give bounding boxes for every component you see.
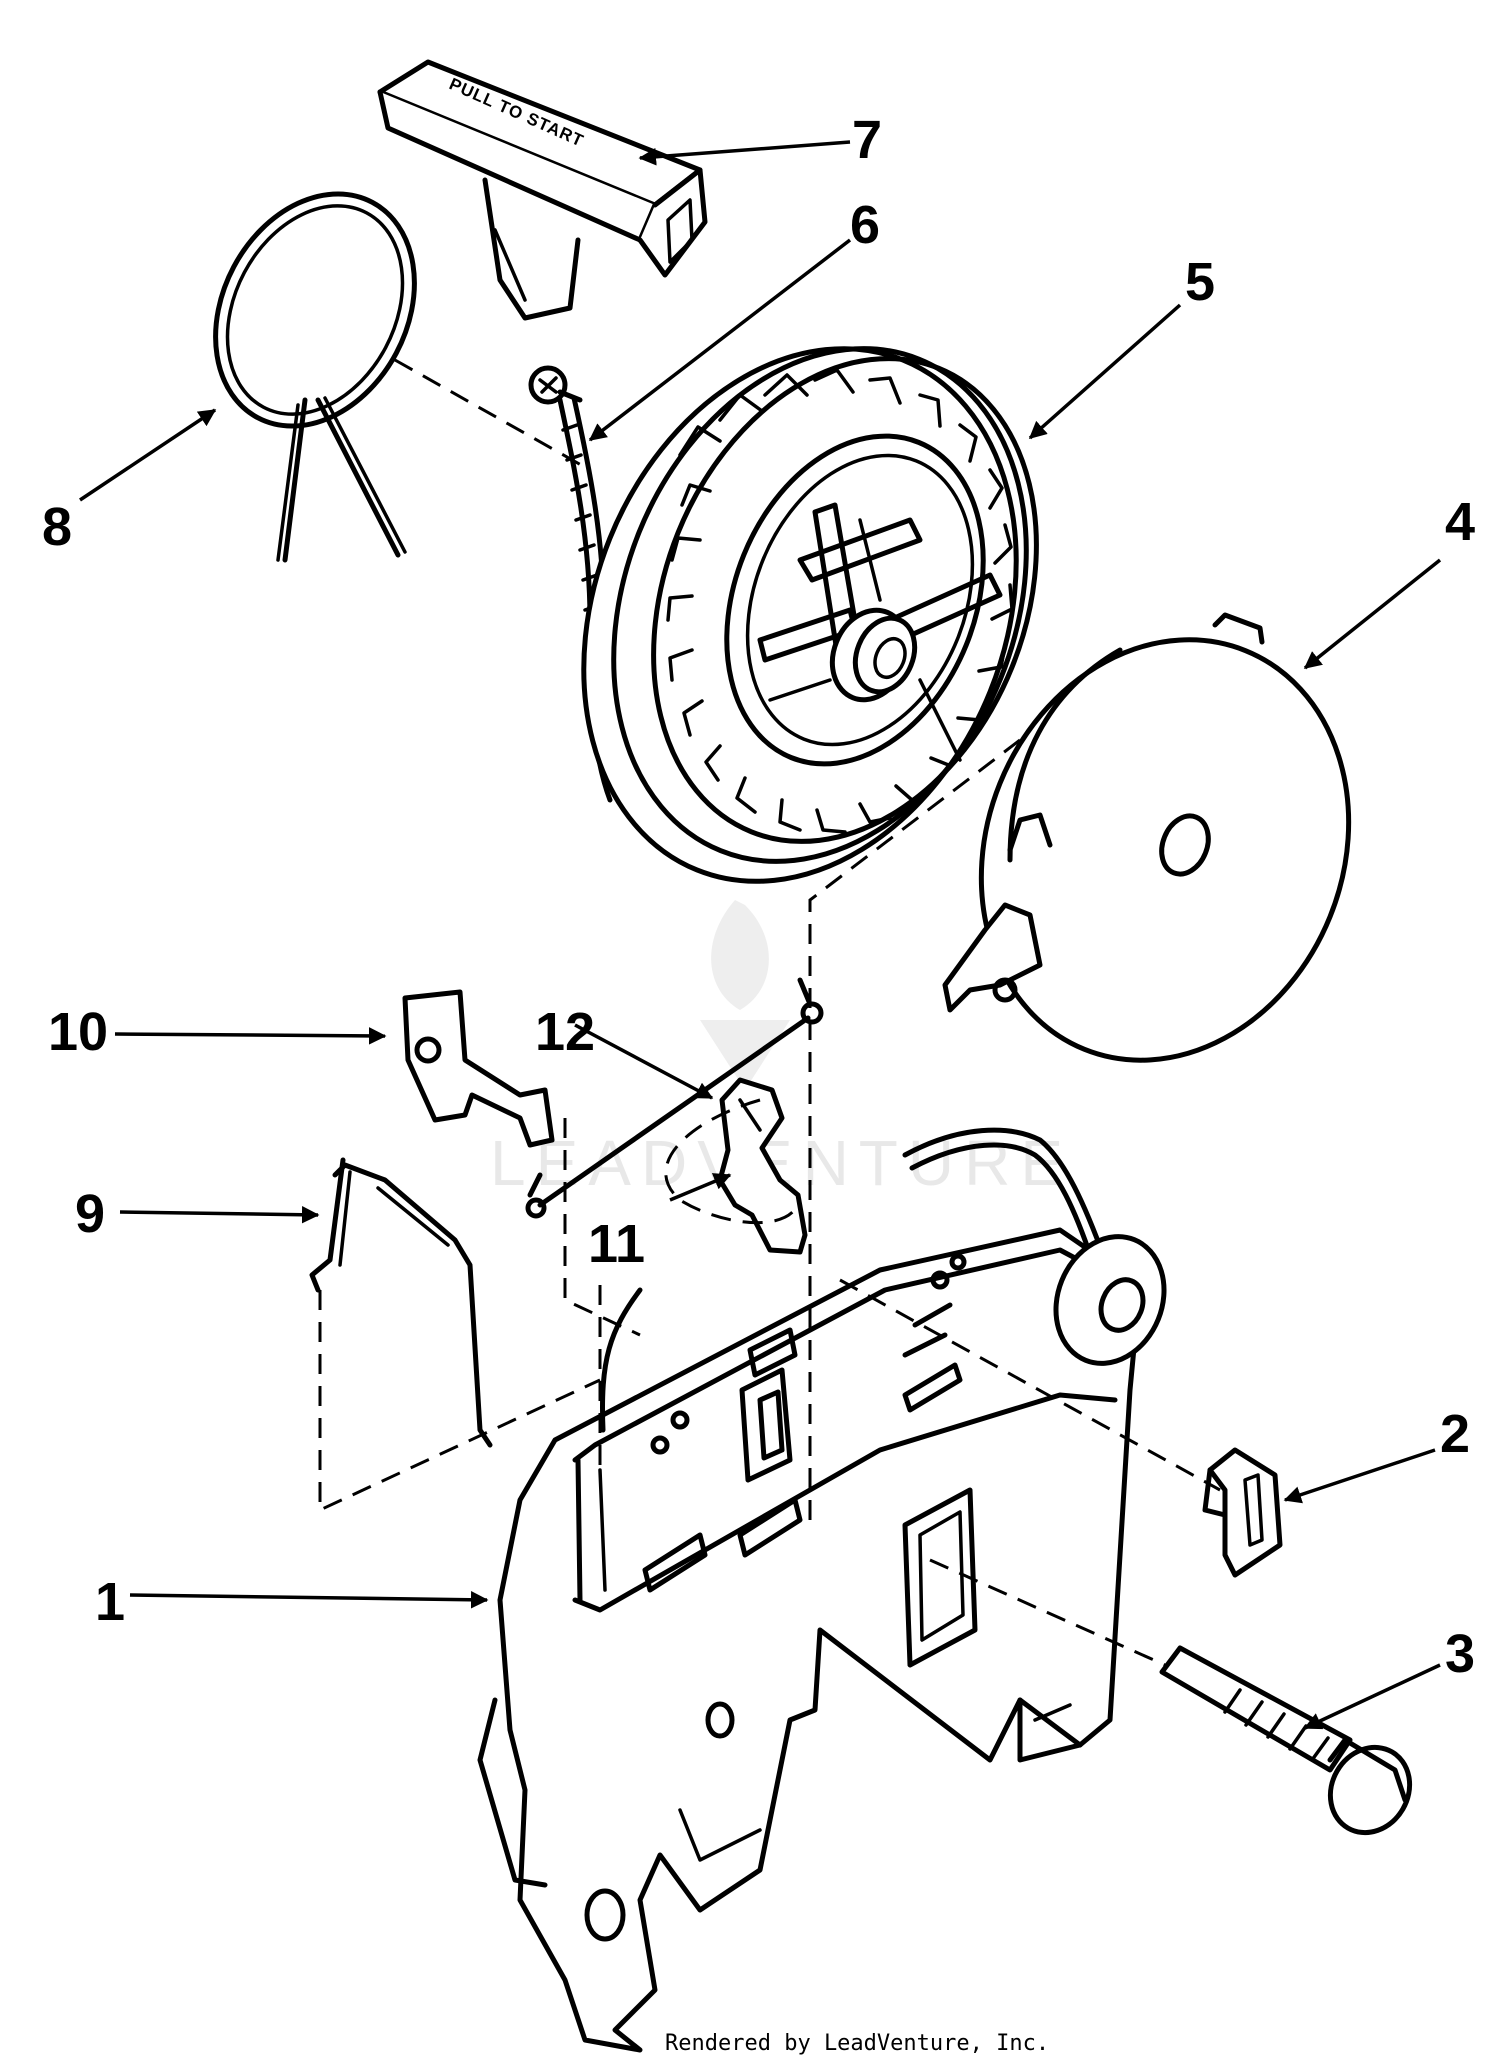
callout-2: 2 [1440, 1404, 1470, 1464]
callout-10: 10 [48, 1002, 108, 1062]
callout-9: 9 [75, 1184, 105, 1244]
callout-labels: 7 6 5 4 8 10 12 11 9 1 2 3 [42, 110, 1475, 1684]
wire-clip-part [309, 1157, 493, 1448]
clip-part [1202, 1447, 1283, 1578]
callout-4: 4 [1445, 492, 1475, 552]
callout-3: 3 [1445, 1624, 1475, 1684]
pawl-plate-part [402, 989, 555, 1148]
callout-leaders [79, 140, 1442, 1730]
assembly-lines [318, 358, 1221, 1667]
callout-11: 11 [588, 1214, 645, 1274]
callout-7: 7 [852, 110, 882, 170]
callout-1: 1 [95, 1572, 125, 1632]
rope-guide-ring-part [213, 191, 417, 563]
bolt-part [1159, 1645, 1413, 1836]
callout-6: 6 [850, 195, 880, 255]
starter-pulley-part [581, 346, 1039, 884]
gear-teeth [666, 368, 1014, 834]
starter-housing-part [477, 1127, 1167, 2053]
pull-handle-part: PULL TO START [377, 59, 708, 321]
spring-cover-part [942, 612, 1352, 1063]
callout-5: 5 [1185, 252, 1215, 312]
render-credit: Rendered by LeadVenture, Inc. [665, 2031, 1049, 2056]
callout-8: 8 [42, 497, 72, 557]
callout-12: 12 [535, 1002, 595, 1062]
spring-part [525, 977, 824, 1219]
watermark-logo [700, 900, 790, 1090]
